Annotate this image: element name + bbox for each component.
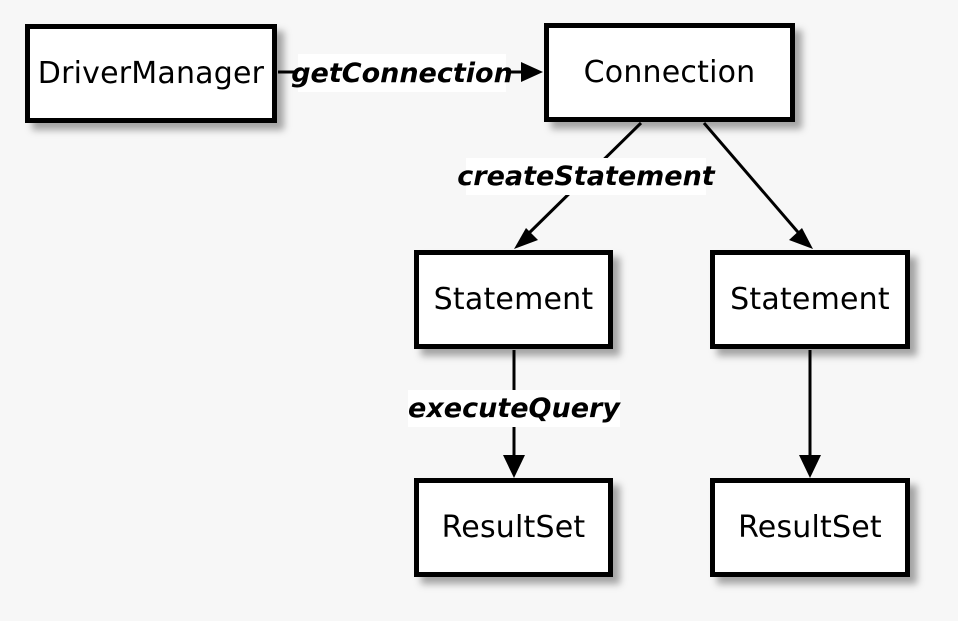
- edge-label-get-connection-text: getConnection: [291, 57, 513, 89]
- node-statement-left-label: Statement: [433, 281, 594, 317]
- node-resultset-left[interactable]: ResultSet: [414, 478, 613, 577]
- edge-execute-query-right: [799, 350, 821, 478]
- edge-label-execute-query-text: executeQuery: [408, 393, 620, 424]
- edge-label-create-statement-text: createStatement: [457, 161, 715, 192]
- node-statement-right-label: Statement: [730, 281, 890, 317]
- edge-label-execute-query: executeQuery: [408, 390, 620, 427]
- node-statement-right[interactable]: Statement: [710, 250, 910, 349]
- edge-label-get-connection: getConnection: [291, 54, 513, 92]
- node-connection-label: Connection: [583, 54, 756, 90]
- node-driver-manager[interactable]: DriverManager: [25, 24, 277, 123]
- node-driver-manager-label: DriverManager: [37, 55, 265, 91]
- node-resultset-right[interactable]: ResultSet: [710, 478, 910, 577]
- node-resultset-left-label: ResultSet: [441, 509, 586, 545]
- node-connection[interactable]: Connection: [544, 23, 795, 122]
- node-statement-left[interactable]: Statement: [414, 250, 613, 349]
- edge-label-create-statement: createStatement: [457, 158, 715, 195]
- node-resultset-right-label: ResultSet: [738, 509, 882, 545]
- edge-create-statement-right: [702, 122, 813, 249]
